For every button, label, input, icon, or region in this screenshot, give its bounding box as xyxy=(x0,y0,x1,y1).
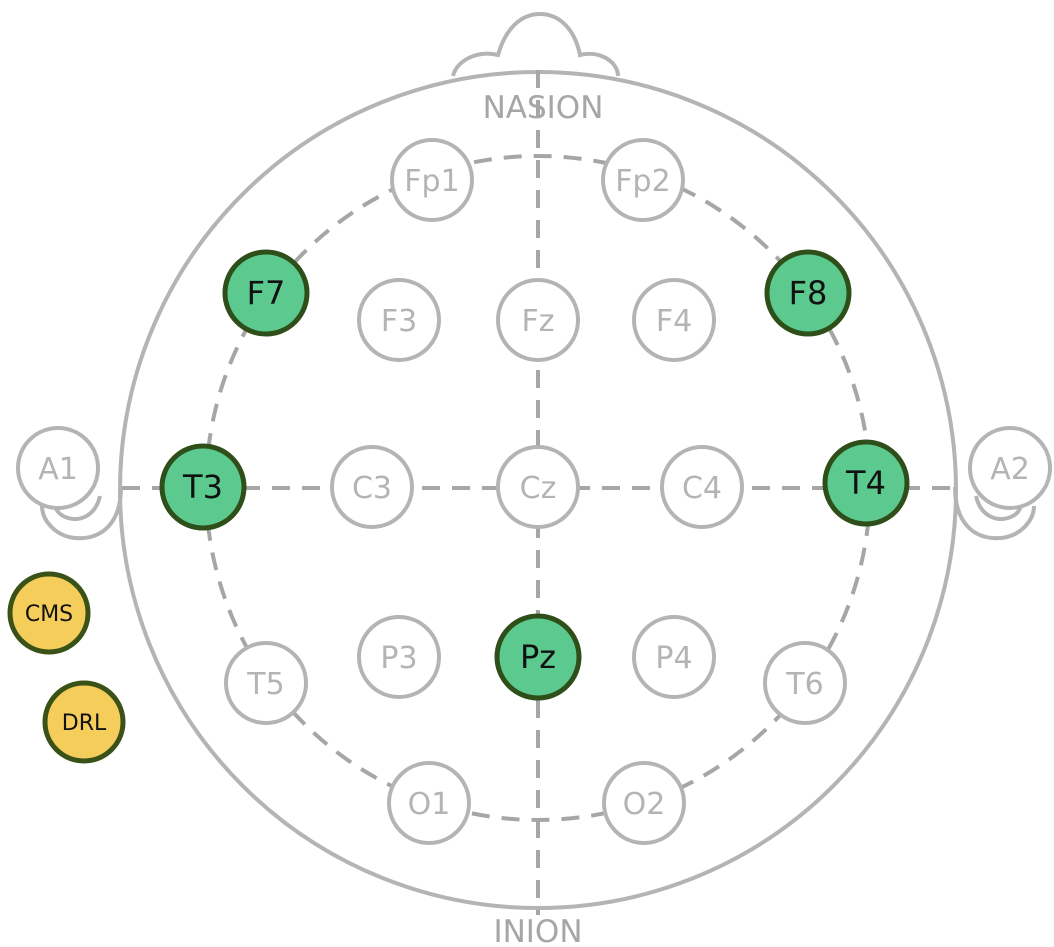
electrode-marker xyxy=(387,761,471,845)
electrode-fz: Fz xyxy=(496,278,580,362)
electrode-label: A2 xyxy=(990,452,1030,487)
electrode-f8: F8 xyxy=(764,249,852,337)
electrode-cz: Cz xyxy=(496,445,580,529)
electrode-marker xyxy=(968,426,1052,510)
electrode-label: F8 xyxy=(789,274,828,312)
electrode-pz: Pz xyxy=(494,613,582,701)
electrode-marker xyxy=(763,641,847,725)
electrode-marker xyxy=(357,278,441,362)
electrode-marker xyxy=(601,138,685,222)
electrode-p4: P4 xyxy=(632,615,716,699)
electrode-label: T6 xyxy=(785,667,823,702)
electrode-c4: C4 xyxy=(660,445,744,529)
electrode-marker xyxy=(632,615,716,699)
electrode-marker xyxy=(357,615,441,699)
electrode-f4: F4 xyxy=(632,278,716,362)
electrode-t6: T6 xyxy=(763,641,847,725)
electrode-marker xyxy=(222,249,310,337)
electrode-label: T5 xyxy=(246,667,284,702)
electrode-marker xyxy=(42,680,126,764)
electrode-marker xyxy=(390,138,474,222)
electrode-marker xyxy=(224,641,308,725)
electrode-p3: P3 xyxy=(357,615,441,699)
electrode-label: O2 xyxy=(623,787,666,822)
electrode-label: Cz xyxy=(520,471,557,506)
electrode-marker xyxy=(632,278,716,362)
electrode-label: Fp2 xyxy=(615,164,670,199)
electrode-label: C3 xyxy=(352,471,392,506)
electrode-marker xyxy=(660,445,744,529)
electrode-label: T3 xyxy=(182,468,223,506)
electrode-fp1: Fp1 xyxy=(390,138,474,222)
electrode-label: C4 xyxy=(682,471,722,506)
inion-label: INION xyxy=(493,914,582,947)
electrode-marker xyxy=(494,613,582,701)
electrode-cms: CMS xyxy=(7,571,91,655)
electrode-a2: A2 xyxy=(968,426,1052,510)
electrode-t3: T3 xyxy=(159,443,247,531)
electrode-label: CMS xyxy=(25,602,73,627)
electrode-label: F3 xyxy=(381,304,417,339)
electrode-label: F4 xyxy=(656,304,692,339)
electrode-fp2: Fp2 xyxy=(601,138,685,222)
electrode-marker xyxy=(16,426,100,510)
electrode-label: A1 xyxy=(38,452,78,487)
electrode-c3: C3 xyxy=(330,445,414,529)
electrode-label: DRL xyxy=(62,711,107,736)
electrode-label: F7 xyxy=(247,274,286,312)
electrode-f7: F7 xyxy=(222,249,310,337)
electrode-label: Pz xyxy=(520,638,556,676)
electrode-t4: T4 xyxy=(822,439,910,527)
electrode-marker xyxy=(496,278,580,362)
electrode-label: Fp1 xyxy=(404,164,459,199)
electrode-marker xyxy=(7,571,91,655)
electrode-marker xyxy=(822,439,910,527)
electrode-drl: DRL xyxy=(42,680,126,764)
electrode-label: Fz xyxy=(521,304,554,339)
electrode-label: O1 xyxy=(408,787,451,822)
nasion-label: NASION xyxy=(483,90,604,126)
electrode-t5: T5 xyxy=(224,641,308,725)
nose-outline xyxy=(451,11,620,77)
electrode-marker xyxy=(159,443,247,531)
electrode-marker xyxy=(764,249,852,337)
electrode-marker xyxy=(330,445,414,529)
electrode-marker xyxy=(496,445,580,529)
electrode-label: T4 xyxy=(845,464,886,502)
electrode-label: P3 xyxy=(380,641,417,676)
electrode-marker xyxy=(602,761,686,845)
electrode-f3: F3 xyxy=(357,278,441,362)
electrode-a1: A1 xyxy=(16,426,100,510)
electrode-o2: O2 xyxy=(602,761,686,845)
electrode-label: P4 xyxy=(655,641,692,676)
electrode-o1: O1 xyxy=(387,761,471,845)
